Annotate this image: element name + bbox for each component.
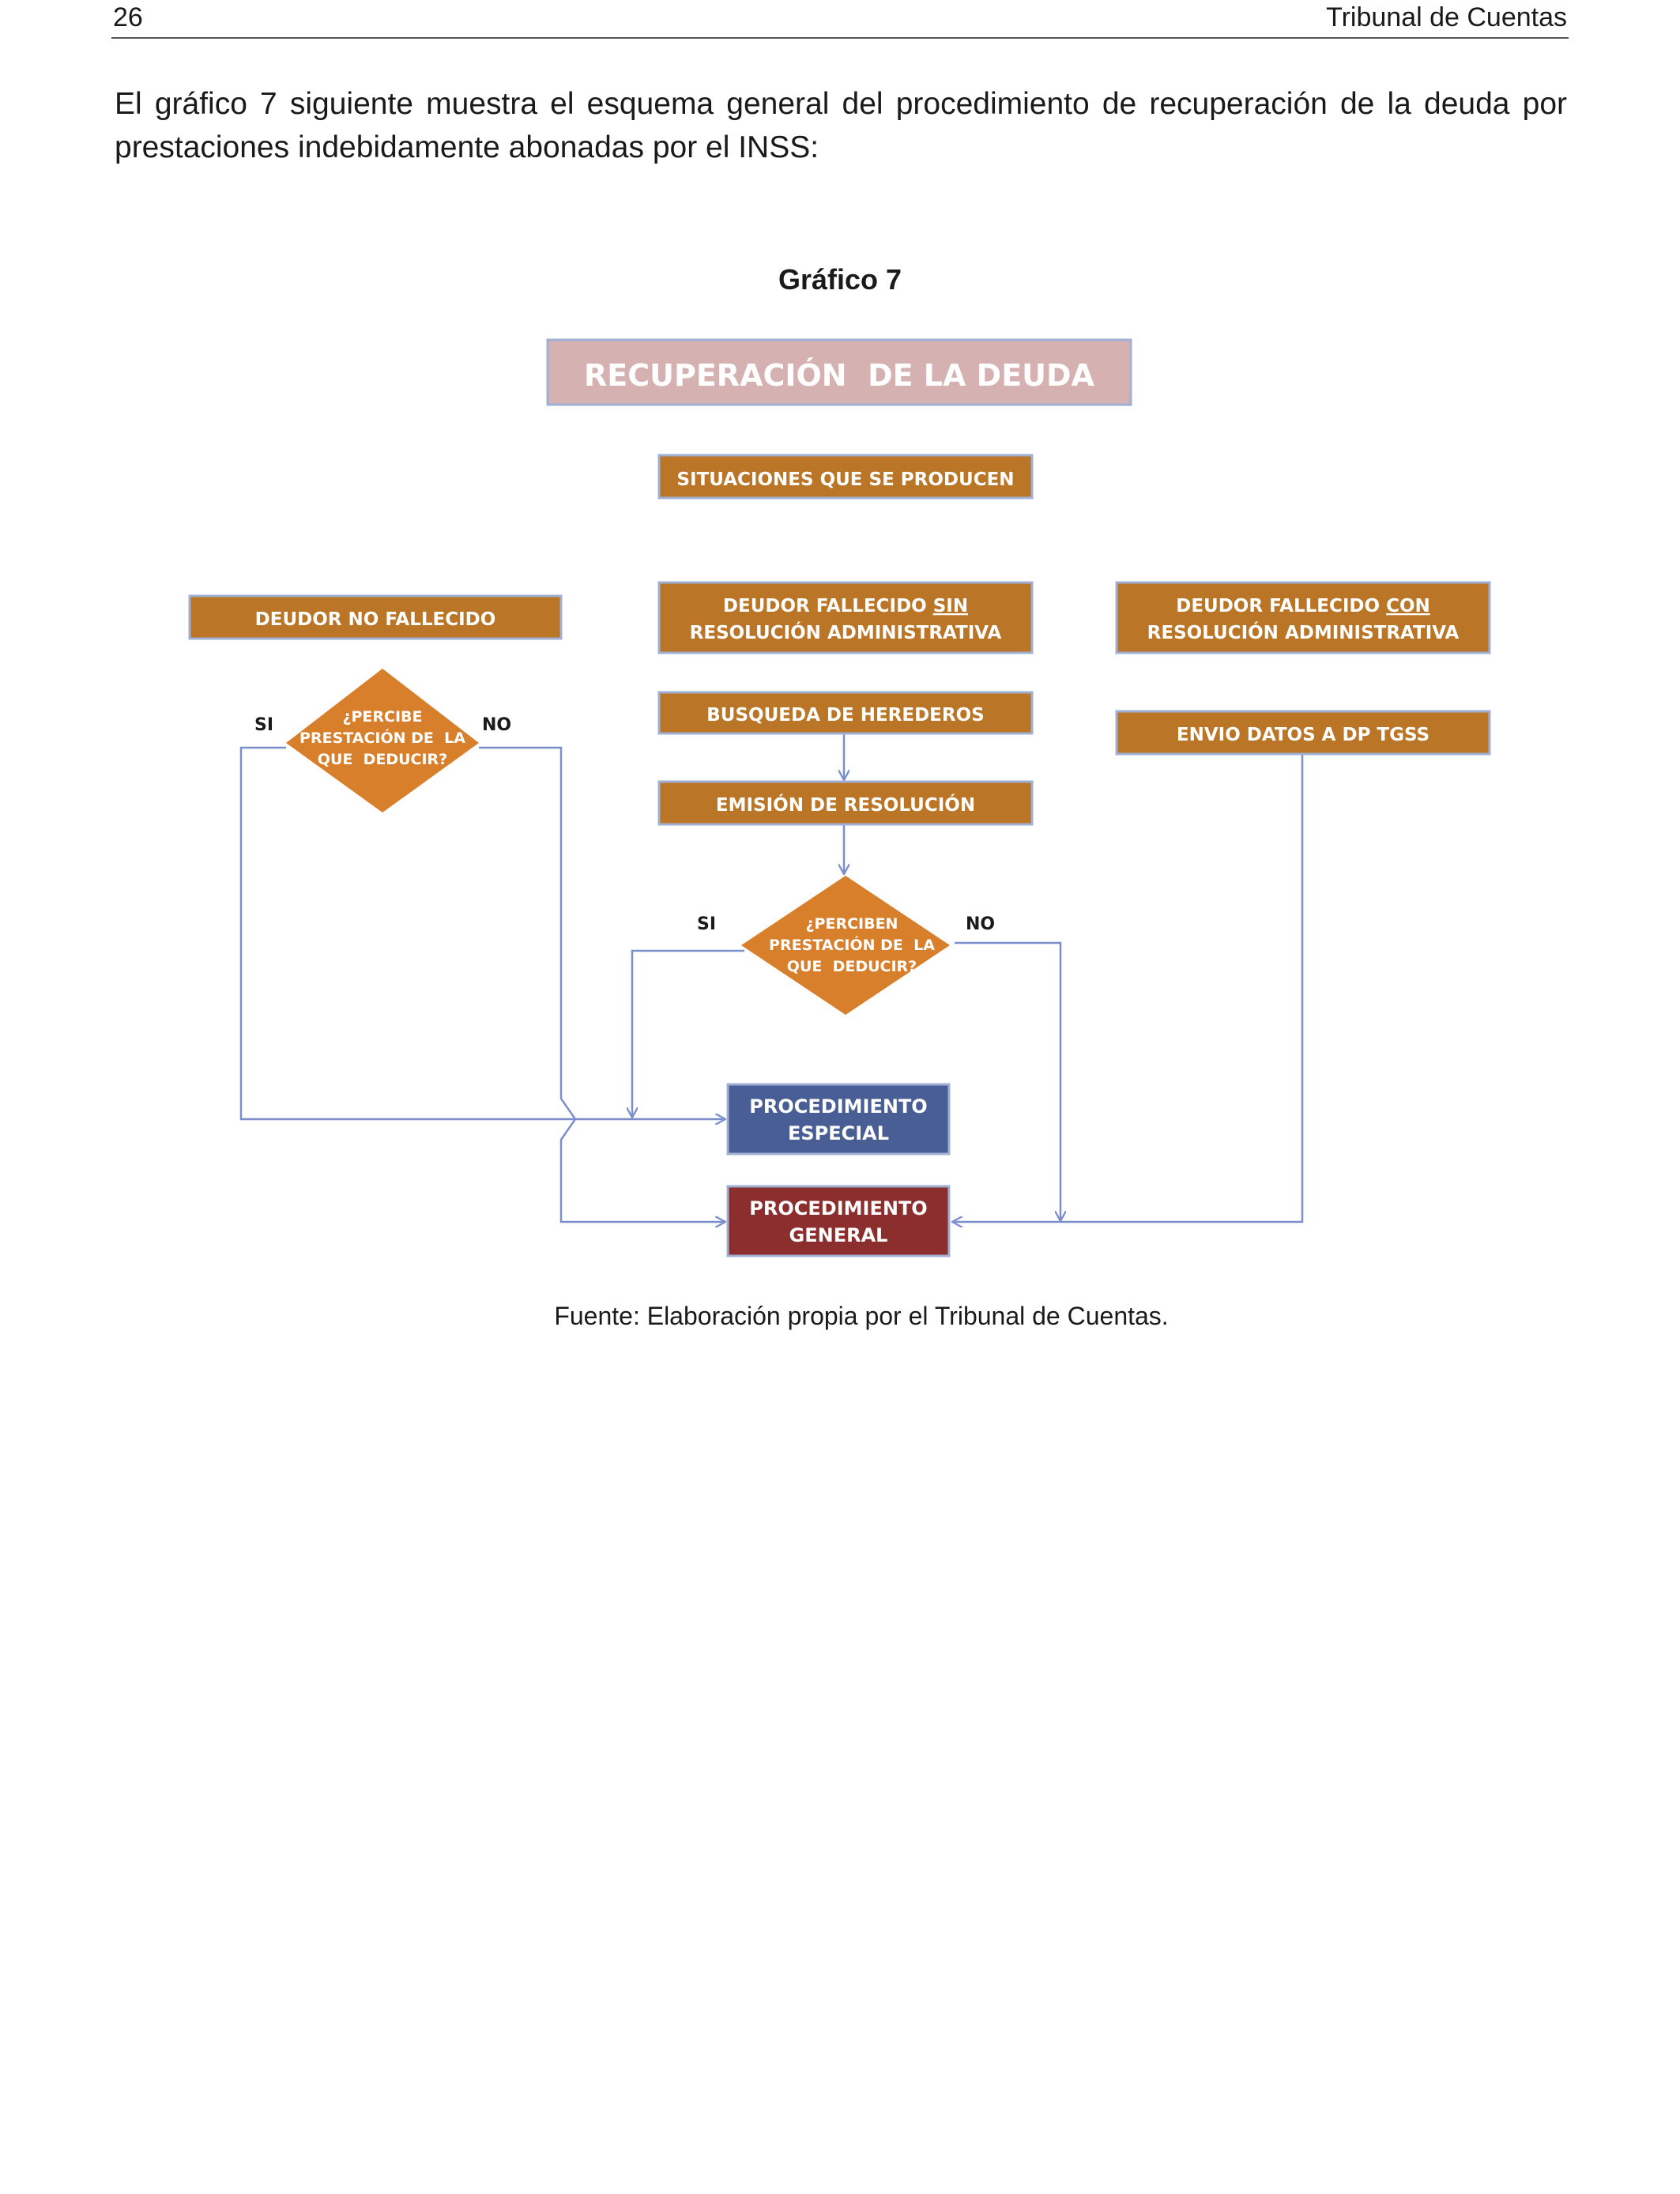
header-rule (111, 37, 1569, 39)
edge-label-left-no: NO (482, 715, 511, 735)
procedimiento-general-box: PROCEDIMIENTO GENERAL (726, 1185, 951, 1257)
decision-left-line2: PRESTACIÓN DE LA (299, 728, 465, 747)
page-number: 26 (113, 2, 143, 32)
emision-box: EMISIÓN DE RESOLUCIÓN (657, 780, 1034, 826)
fallecido-sin-line2: RESOLUCIÓN ADMINISTRATIVA (690, 621, 1002, 643)
main-title-text: RECUPERACIÓN DE LA DEUDA (584, 358, 1095, 393)
connector-left-si (239, 746, 725, 1119)
edge-label-center-no: NO (966, 914, 995, 934)
procedimiento-especial-box: PROCEDIMIENTO ESPECIAL (726, 1083, 951, 1155)
busqueda-box: BUSQUEDA DE HEREDEROS (657, 691, 1034, 735)
deudor-no-fallecido-text: DEUDOR NO FALLECIDO (255, 609, 496, 630)
edge-label-left-si: SI (254, 715, 273, 735)
sin-emphasis: SIN (933, 596, 968, 616)
connector-envio-general (952, 754, 1304, 1222)
fallecido-sin-line1: DEUDOR FALLECIDO SIN (723, 596, 968, 616)
decision-center-line2: PRESTACIÓN DE LA (769, 935, 935, 954)
busqueda-text: BUSQUEDA DE HEREDEROS (706, 705, 984, 726)
connector-center-si (632, 949, 744, 1118)
connector-center-no (955, 941, 1060, 1221)
situaciones-text: SITUACIONES QUE SE PRODUCEN (676, 469, 1014, 490)
deudor-no-fallecido-box: DEUDOR NO FALLECIDO (188, 594, 563, 640)
figure-title: Gráfico 7 (778, 263, 902, 296)
fallecido-con-box: DEUDOR FALLECIDO CON RESOLUCIÓN ADMINIST… (1115, 581, 1491, 654)
general-line2: GENERAL (789, 1224, 888, 1246)
general-line1: PROCEDIMIENTO (749, 1197, 927, 1220)
situaciones-box: SITUACIONES QUE SE PRODUCEN (657, 454, 1034, 499)
envio-text: ENVIO DATOS A DP TGSS (1177, 725, 1430, 745)
edge-label-center-si: SI (697, 914, 716, 934)
envio-box: ENVIO DATOS A DP TGSS (1115, 710, 1491, 756)
fallecido-sin-box: DEUDOR FALLECIDO SIN RESOLUCIÓN ADMINIST… (657, 581, 1034, 654)
intro-paragraph: El gráfico 7 siguiente muestra el esquem… (115, 87, 1567, 164)
decision-left-line1: ¿PERCIBE (342, 708, 422, 726)
decision-center: ¿PERCIBEN PRESTACIÓN DE LA QUE DEDUCIR? (741, 876, 950, 1015)
main-title-box: RECUPERACIÓN DE LA DEUDA (546, 338, 1132, 406)
especial-line1: PROCEDIMIENTO (749, 1095, 927, 1118)
decision-center-line1: ¿PERCIBEN (806, 915, 898, 933)
fallecido-con-line2: RESOLUCIÓN ADMINISTRATIVA (1147, 621, 1460, 643)
connector-left-no (479, 746, 725, 1222)
con-emphasis: CON (1386, 596, 1430, 616)
decision-left-line3: QUE DEDUCIR? (318, 751, 447, 768)
figure-source: Fuente: Elaboración propia por el Tribun… (554, 1302, 1169, 1330)
fallecido-con-line1: DEUDOR FALLECIDO CON (1176, 596, 1430, 616)
especial-line2: ESPECIAL (788, 1122, 889, 1144)
running-title: Tribunal de Cuentas (1326, 2, 1567, 32)
flowchart: RECUPERACIÓN DE LA DEUDA SITUACIONES QUE… (188, 338, 1491, 1257)
decision-center-line3: QUE DEDUCIR? (787, 958, 917, 975)
emision-text: EMISIÓN DE RESOLUCIÓN (716, 794, 975, 816)
decision-left: ¿PERCIBE PRESTACIÓN DE LA QUE DEDUCIR? (286, 669, 479, 812)
